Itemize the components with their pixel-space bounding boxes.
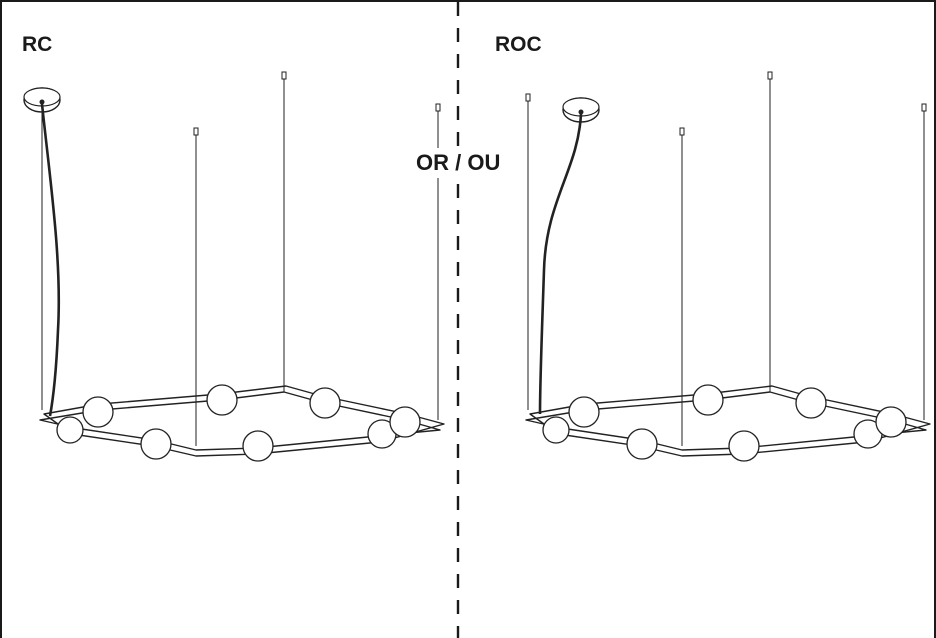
- power-cord: [40, 103, 61, 417]
- fixture-rc: [23, 71, 445, 462]
- model-label-rc: RC: [22, 33, 53, 56]
- fixture-roc: [525, 71, 931, 462]
- model-label-roc: ROC: [495, 33, 542, 56]
- power-cord: [538, 113, 583, 415]
- or-label: OR / OU: [414, 148, 503, 178]
